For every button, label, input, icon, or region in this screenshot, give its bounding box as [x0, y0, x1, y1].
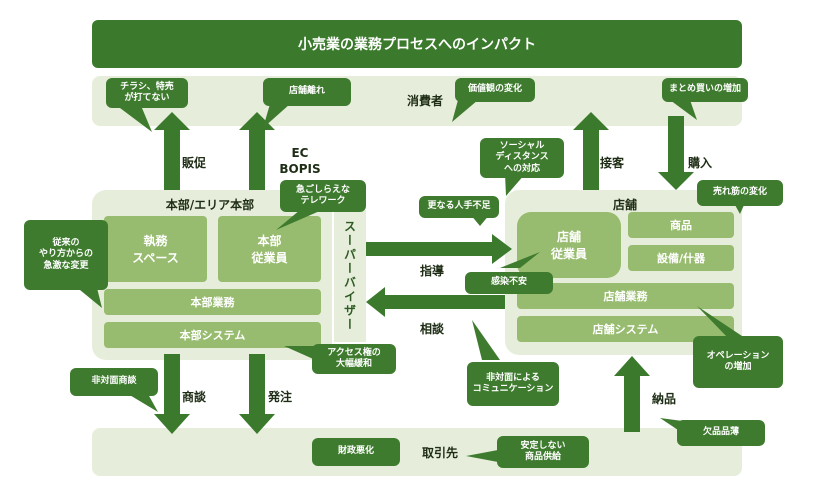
arrow-delivery — [614, 356, 650, 432]
bubble-bulk-buying: まとめ買いの増加 — [662, 78, 748, 102]
trading-partner-band — [92, 428, 742, 476]
label-delivery: 納品 — [652, 392, 677, 406]
bubble-rush-change: 急ごしらえな テレワーク — [280, 180, 366, 212]
arrow-consultation — [366, 287, 505, 317]
arrow-negotiation — [154, 354, 190, 434]
arrow-customer-service — [573, 112, 609, 190]
hq-staff-box: 本部 従業員 — [218, 216, 321, 282]
label-customer-service: 接客 — [600, 156, 625, 170]
hq-system-box: 本部システム — [104, 322, 321, 348]
diagram-title: 小売業の業務プロセスへのインパクト — [92, 20, 742, 68]
arrow-guidance — [366, 234, 512, 264]
arrow-purchase — [658, 116, 694, 190]
bubble-old-methods: 従来の やり方からの 急激な変更 — [24, 220, 108, 290]
store-staff-box: 店舗 従業員 — [517, 212, 621, 278]
bubble-non-face-comm: 非対面による コミュニケーション — [467, 362, 559, 406]
label-sales-promotion: 販促 — [182, 156, 207, 170]
bubble-bestseller-change: 売れ筋の変化 — [697, 180, 783, 206]
bubble-financial-deterioration: 財政悪化 — [312, 438, 400, 466]
consumer-band — [92, 76, 742, 126]
bubble-flyers: チラシ、特売 が打てない — [106, 78, 188, 108]
bubble-price-change: 価値観の変化 — [455, 78, 535, 102]
trading-partner-label: 取引先 — [421, 446, 458, 460]
label-guidance: 指導 — [420, 264, 445, 278]
equipment-box: 設備/什器 — [628, 245, 734, 271]
supervisor-column: スーパーバイザー — [334, 210, 366, 342]
bubble-social-distance: ソーシャル ディスタンス への対応 — [480, 138, 564, 178]
products-box: 商品 — [628, 212, 734, 238]
bubble-store-departure: 店舗離れ — [263, 78, 351, 106]
label-ec-bopis: EC BOPIS — [279, 146, 321, 176]
hq-label: 本部/エリア本部 — [165, 198, 255, 212]
label-negotiation: 商談 — [182, 390, 207, 404]
arrow-ordering — [239, 354, 275, 434]
bubble-access-relax: アクセス権の 大幅緩和 — [312, 344, 396, 374]
label-ordering: 発注 — [268, 390, 293, 404]
bubble-unstable-supply: 安定しない 商品供給 — [497, 436, 589, 468]
consumer-label: 消費者 — [406, 94, 443, 108]
bubble-operation-increase: オペレーション の増加 — [693, 336, 783, 388]
label-consultation: 相談 — [420, 322, 445, 336]
bubble-staff-shortage: 更なる人手不足 — [419, 196, 499, 218]
label-purchase: 購入 — [688, 156, 713, 170]
hq-operations-box: 本部業務 — [104, 289, 321, 315]
arrow-sales-promotion — [154, 112, 190, 190]
bubble-non-face-negotiation: 非対面商談 — [70, 368, 158, 396]
store-label: 店舗 — [612, 198, 637, 212]
arrow-ec-bopis — [239, 112, 275, 190]
executive-space-box: 執務 スペース — [104, 216, 207, 282]
bubble-infection-anxiety: 感染不安 — [465, 272, 553, 294]
bubble-stockout: 欠品品薄 — [677, 420, 765, 446]
store-operations-box: 店舗業務 — [517, 283, 734, 309]
